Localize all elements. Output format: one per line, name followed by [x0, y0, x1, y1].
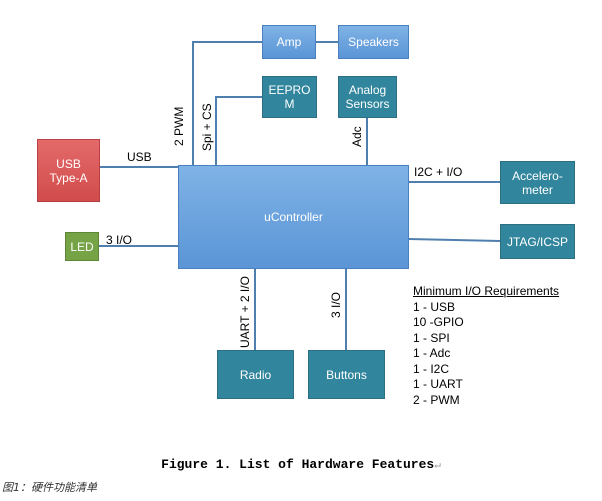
- led-label: LED: [70, 239, 94, 254]
- requirement-item: 10 -GPIO: [413, 315, 464, 329]
- requirement-item: 1 - UART: [413, 377, 463, 391]
- figure-caption: Figure 1. List of Hardware Features↵: [0, 457, 602, 472]
- speakers-label: Speakers: [348, 35, 399, 49]
- led-block: LED: [65, 232, 99, 261]
- eeprom-label-line2: M: [284, 97, 295, 111]
- analog-label-line1: Analog: [348, 83, 387, 97]
- requirement-item: 2 - PWM: [413, 392, 460, 407]
- buttons-label: Buttons: [326, 367, 367, 382]
- jtag-label: JTAG/ICSP: [506, 234, 569, 249]
- pwm-link-label: 2 PWM: [172, 106, 186, 146]
- usb-label-line2: Type-A: [49, 170, 88, 185]
- requirement-item: 1 - I2C: [413, 361, 450, 376]
- amp-label: Amp: [276, 35, 302, 49]
- figure-caption-text: Figure 1. List of Hardware Features: [161, 457, 435, 472]
- eeprom-block: EEPRO M: [262, 76, 317, 118]
- radio-label: Radio: [239, 367, 272, 382]
- led-io-link-label: 3 I/O: [106, 233, 133, 247]
- ucontroller-block: uController: [178, 165, 409, 269]
- requirement-item: 1 - USB: [413, 299, 456, 314]
- line-pwm-amp: [192, 41, 262, 165]
- usb-link-label: USB: [127, 150, 152, 164]
- amp-block: Amp: [262, 25, 316, 59]
- requirement-item: 1 - SPI: [413, 330, 450, 345]
- analog-label-line2: Sensors: [345, 97, 390, 111]
- return-mark: ↵: [434, 460, 441, 472]
- usb-type-a-block: USB Type-A: [37, 139, 100, 202]
- accelerometer-block: Accelero- meter: [500, 161, 575, 204]
- line-jtag: [408, 238, 501, 242]
- radio-block: Radio: [217, 350, 294, 399]
- uart-link-label: UART + 2 I/O: [238, 276, 252, 348]
- accel-label-line1: Accelero-: [512, 168, 563, 183]
- adc-link-label: Adc: [350, 126, 364, 147]
- requirement-item: 1 - Adc: [413, 346, 451, 360]
- requirements-title: Minimum I/O Requirements: [413, 284, 560, 298]
- eeprom-label-line1: EEPRO: [268, 83, 311, 97]
- i2c-link-label: I2C + I/O: [414, 165, 463, 179]
- figure-subtitle: 图1：硬件功能清单: [2, 481, 97, 494]
- jtag-block: JTAG/ICSP: [500, 224, 575, 259]
- spi-link-label: Spi + CS: [200, 103, 214, 151]
- speakers-block: Speakers: [338, 25, 409, 59]
- analog-sensors-block: Analog Sensors: [338, 76, 397, 118]
- buttons-io-link-label: 3 I/O: [329, 291, 343, 318]
- buttons-block: Buttons: [308, 350, 385, 399]
- usb-label-line1: USB: [56, 156, 81, 171]
- ucontroller-label: uController: [264, 210, 323, 224]
- line-spi-eeprom: [215, 96, 262, 165]
- accel-label-line2: meter: [522, 182, 553, 197]
- requirements-list: Minimum I/O Requirements 1 - USB 10 -GPI…: [413, 284, 559, 408]
